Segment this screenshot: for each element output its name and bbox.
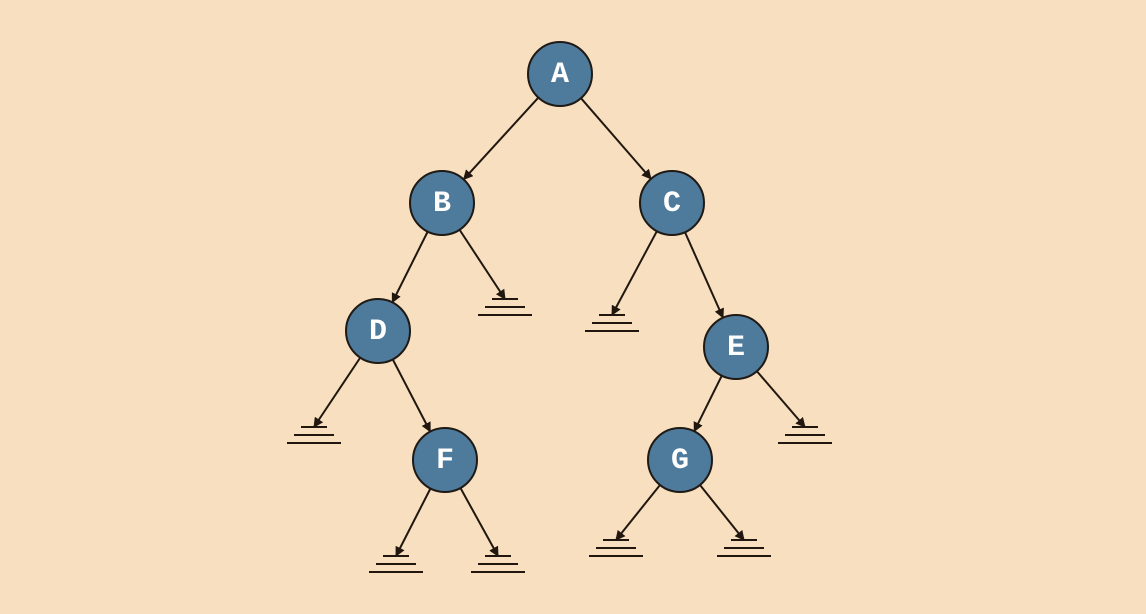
edge-a-c xyxy=(580,97,652,180)
tree-node-d: D xyxy=(345,298,411,364)
edge-b-null-0 xyxy=(458,229,506,300)
node-label: D xyxy=(369,315,387,349)
edge-e-g xyxy=(693,375,723,433)
node-label: A xyxy=(551,58,569,92)
node-circle xyxy=(409,170,475,236)
edge-g-null-6 xyxy=(615,484,661,541)
null-pointer-symbol xyxy=(478,298,532,316)
edge-f-null-4 xyxy=(395,488,432,557)
edges-layer xyxy=(313,96,806,557)
edge-g-null-7 xyxy=(699,484,745,541)
node-label: E xyxy=(727,331,745,365)
edge-a-b xyxy=(462,96,540,181)
edge-f-null-5 xyxy=(459,487,499,557)
null-pointer-symbol xyxy=(585,314,639,332)
null-pointer-symbol xyxy=(369,555,423,573)
null-pointer-symbol xyxy=(589,539,643,557)
tree-node-c: C xyxy=(639,170,705,236)
node-label: G xyxy=(671,444,689,478)
null-pointer-symbol xyxy=(471,555,525,573)
node-circle xyxy=(647,427,713,493)
null-pointers-layer xyxy=(287,298,832,573)
node-label: F xyxy=(436,444,454,478)
node-label: B xyxy=(433,187,451,221)
node-circle xyxy=(527,41,593,107)
tree-node-g: G xyxy=(647,427,713,493)
edge-b-d xyxy=(391,231,429,304)
nodes-layer: A B C D E F G xyxy=(345,41,769,493)
tree-node-a: A xyxy=(527,41,593,107)
edge-d-null-2 xyxy=(313,357,362,428)
node-circle xyxy=(703,314,769,380)
null-pointer-symbol xyxy=(778,426,832,444)
edge-c-null-1 xyxy=(611,230,658,316)
node-circle xyxy=(345,298,411,364)
null-pointer-symbol xyxy=(287,426,341,444)
tree-node-b: B xyxy=(409,170,475,236)
null-pointer-symbol xyxy=(717,539,771,557)
tree-node-e: E xyxy=(703,314,769,380)
edge-c-e xyxy=(684,231,724,319)
tree-node-f: F xyxy=(412,427,478,493)
node-label: C xyxy=(663,187,681,221)
node-circle xyxy=(639,170,705,236)
edge-e-null-3 xyxy=(756,370,806,428)
node-circle xyxy=(412,427,478,493)
edge-d-f xyxy=(391,358,432,433)
